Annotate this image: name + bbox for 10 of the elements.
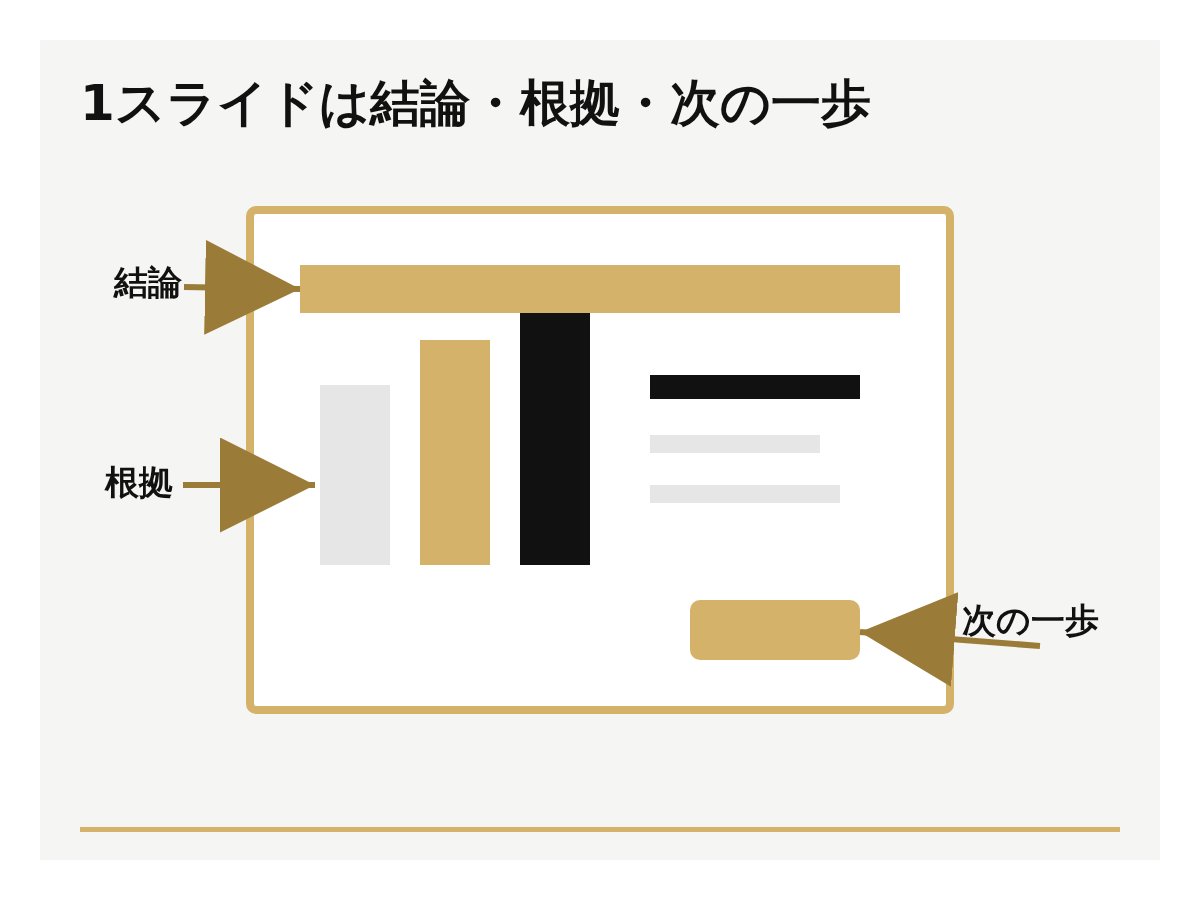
chart-bar [320,385,390,565]
title-bar [300,265,900,313]
arrow [183,239,301,335]
arrow [183,437,315,533]
button-placeholder [690,600,860,660]
arrow [859,592,1041,687]
callout-label: 根拠 [105,462,173,502]
slide-title: 1スライドは結論・根拠・次の一歩 [80,73,871,134]
callout-label: 結論 [114,262,182,302]
callout-label: 次の一歩 [962,600,1099,640]
